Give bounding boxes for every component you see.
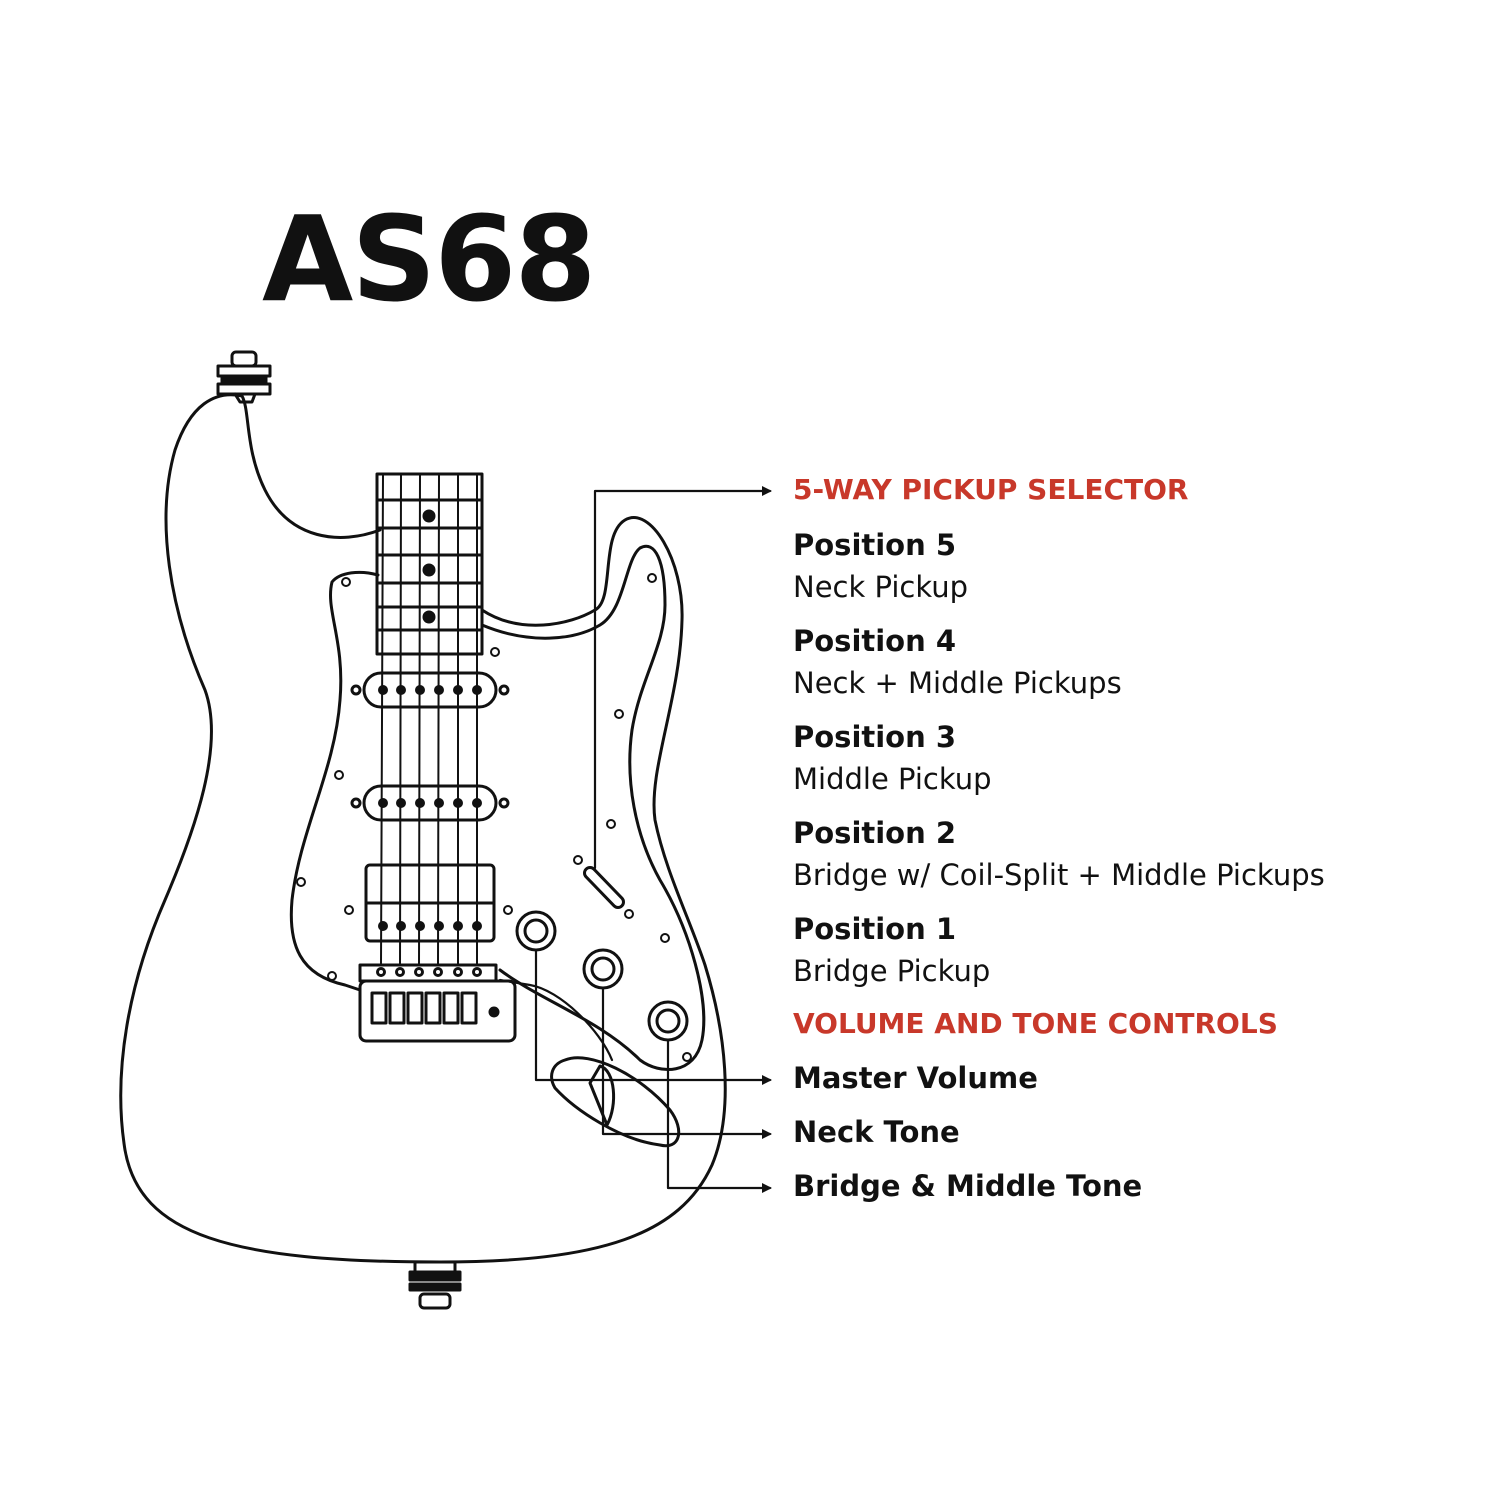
master-volume-knob bbox=[515, 910, 557, 952]
position-3-desc: Middle Pickup bbox=[793, 762, 992, 796]
bridge-humbucker bbox=[364, 863, 496, 943]
neck-pickup bbox=[350, 671, 510, 709]
output-jack bbox=[550, 1056, 681, 1148]
top-strap-button bbox=[216, 350, 272, 404]
pickup-selector-switch bbox=[583, 866, 625, 909]
pickguard-outline bbox=[289, 544, 706, 1072]
bottom-strap-button bbox=[408, 1260, 462, 1310]
master-volume-leader bbox=[534, 948, 772, 1085]
position-2-desc: Bridge w/ Coil-Split + Middle Pickups bbox=[793, 858, 1325, 892]
neck-tone-label: Neck Tone bbox=[793, 1115, 960, 1149]
selector-heading: 5-WAY PICKUP SELECTOR bbox=[793, 473, 1189, 506]
neck-tone-leader bbox=[601, 986, 772, 1139]
tremolo-bridge bbox=[358, 963, 517, 1043]
leader-lines bbox=[498, 486, 772, 1193]
position-3-title: Position 3 bbox=[793, 720, 957, 754]
position-5-title: Position 5 bbox=[793, 528, 957, 562]
middle-pickup bbox=[350, 784, 510, 822]
master-volume-label: Master Volume bbox=[793, 1061, 1038, 1095]
position-2-title: Position 2 bbox=[793, 816, 957, 850]
position-5-desc: Neck Pickup bbox=[793, 570, 969, 604]
position-1-title: Position 1 bbox=[793, 912, 957, 946]
selector-leader bbox=[593, 486, 772, 870]
strings bbox=[380, 473, 478, 966]
position-1-desc: Bridge Pickup bbox=[793, 954, 991, 988]
neck-tone-knob bbox=[582, 948, 624, 990]
controls-heading: VOLUME AND TONE CONTROLS bbox=[793, 1007, 1278, 1040]
pickguard-screws bbox=[296, 573, 692, 1062]
bridge-middle-tone-label: Bridge & Middle Tone bbox=[793, 1169, 1143, 1203]
bridge-middle-tone-knob bbox=[647, 1000, 689, 1042]
guitar-body-outline bbox=[119, 393, 727, 1264]
position-4-title: Position 4 bbox=[793, 624, 957, 658]
fretboard bbox=[375, 472, 484, 656]
bridge-middle-tone-leader bbox=[666, 1038, 772, 1193]
model-title: AS68 bbox=[262, 190, 597, 328]
position-4-desc: Neck + Middle Pickups bbox=[793, 666, 1122, 700]
